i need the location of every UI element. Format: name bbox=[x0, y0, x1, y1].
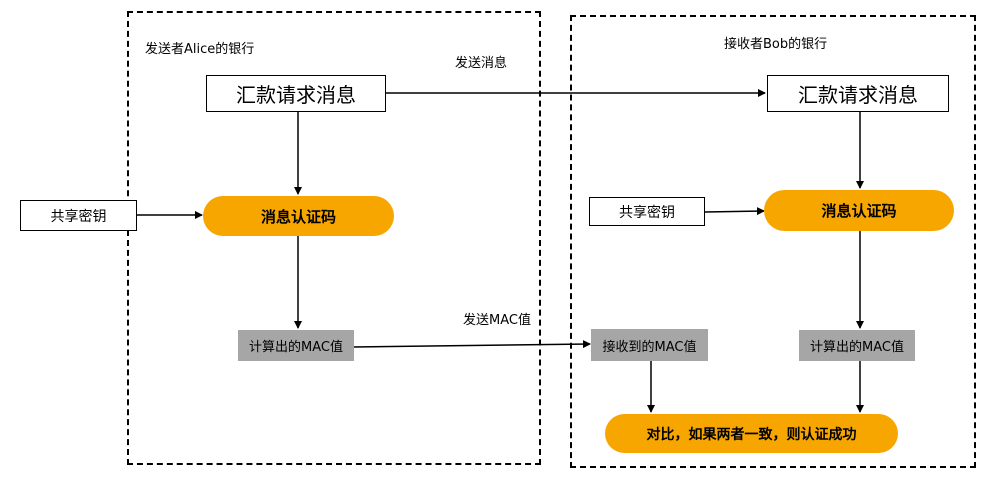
sender-mac-node: 消息认证码 bbox=[203, 196, 394, 236]
receiver-message-box: 汇款请求消息 bbox=[767, 75, 949, 112]
compare-result-node: 对比，如果两者一致，则认证成功 bbox=[605, 414, 898, 453]
sender-message-box: 汇款请求消息 bbox=[206, 75, 386, 112]
receiver-received-mac: 接收到的MAC值 bbox=[591, 329, 708, 361]
receiver-bank-title: 接收者Bob的银行 bbox=[724, 37, 828, 52]
sender-shared-key-box: 共享密钥 bbox=[20, 200, 137, 231]
receiver-computed-mac: 计算出的MAC值 bbox=[799, 330, 915, 361]
receiver-mac-node: 消息认证码 bbox=[764, 190, 954, 231]
receiver-bank-frame bbox=[570, 15, 976, 468]
sender-bank-frame bbox=[127, 11, 541, 465]
sender-bank-title: 发送者Alice的银行 bbox=[145, 42, 255, 57]
send-mac-label: 发送MAC值 bbox=[463, 313, 531, 328]
sender-computed-mac: 计算出的MAC值 bbox=[238, 330, 354, 361]
send-message-label: 发送消息 bbox=[455, 56, 508, 71]
receiver-shared-key-box: 共享密钥 bbox=[589, 197, 705, 226]
